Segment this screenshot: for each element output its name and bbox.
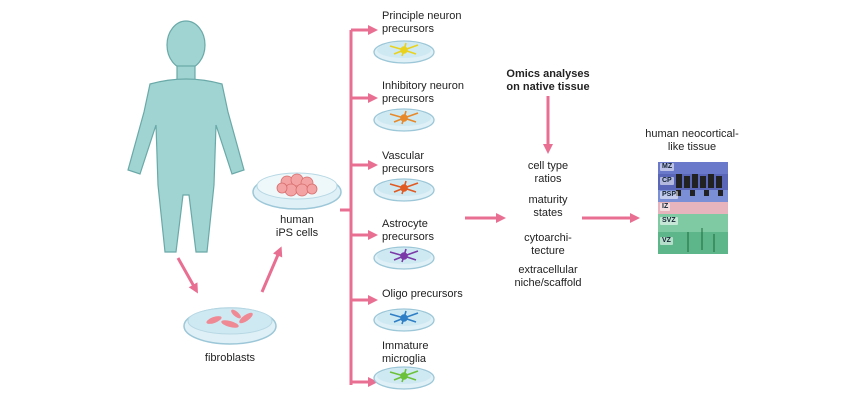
precursor-dish-icon	[373, 366, 435, 390]
ips-label-line1: human	[280, 214, 314, 226]
omics-feature-2: cytoarchi-tecture	[498, 232, 598, 258]
ips-cells-dish-icon	[252, 172, 342, 210]
precursor-label-line1: Principle neuron	[382, 10, 462, 22]
arrow-fibroblasts-to-ips	[260, 246, 283, 293]
precursor-dish-icon	[373, 108, 435, 132]
arrows	[176, 25, 640, 387]
precursor-label-line2: microglia	[382, 353, 427, 365]
tissue-layer-label: SVZ	[660, 217, 678, 225]
tissue-title: human neocortical- like tissue	[636, 128, 748, 154]
precursor-cell-icon	[389, 180, 419, 195]
precursor-dish-icon	[373, 246, 435, 270]
arrow-body-to-fibroblasts	[176, 257, 198, 294]
tissue-layer-label: PSP	[660, 191, 679, 199]
precursor-dish-icon	[373, 308, 435, 332]
precursor-label-line2: precursors	[382, 23, 434, 35]
omics-feature-line2: ratios	[534, 173, 562, 185]
tissue-layer-label: MZ	[660, 163, 675, 171]
ips-label-line2: iPS cells	[275, 227, 319, 239]
precursor-label-line1: Inhibitory neuron	[382, 80, 464, 92]
precursor-cell-icon	[389, 368, 419, 383]
precursor-label-line1: Immature	[382, 340, 429, 352]
precursor-label-4: Oligo precursors	[382, 288, 463, 301]
tissue-layer-label: IZ	[660, 203, 671, 211]
tissue-title-line2: like tissue	[667, 141, 717, 153]
precursor-dishes	[373, 40, 435, 390]
tissue-layer-label: CP	[660, 177, 674, 185]
omics-feature-line1: maturity	[528, 194, 568, 206]
omics-feature-line1: cell type	[527, 160, 569, 172]
tissue-title-line1: human neocortical-	[645, 128, 739, 140]
fibroblasts-dish-icon	[183, 307, 277, 345]
precursor-dish-icon	[373, 40, 435, 64]
omics-feature-line2: tecture	[531, 245, 565, 257]
omics-feature-line1: cytoarchi-	[524, 232, 572, 244]
fibroblasts-label: fibroblasts	[204, 352, 256, 364]
precursor-label-line1: Vascular	[382, 150, 424, 162]
tissue-layer-label: VZ	[660, 237, 673, 245]
precursor-dish-icon	[373, 178, 435, 202]
human-figure-icon	[127, 20, 245, 253]
precursor-cell-icon	[389, 110, 419, 125]
omics-title: Omics analyses on native tissue	[492, 68, 604, 94]
omics-feature-line1: extracellular	[518, 264, 578, 276]
ips-cells-label: human iPS cells	[262, 214, 332, 240]
precursor-cell-icon	[389, 248, 419, 263]
precursor-label-line2: precursors	[382, 93, 434, 105]
precursor-label-line1: Oligo precursors	[382, 288, 463, 300]
omics-feature-line2: niche/scaffold	[514, 277, 582, 289]
precursor-cell-icon	[389, 310, 419, 325]
omics-feature-line2: states	[533, 207, 563, 219]
precursor-label-line2: precursors	[382, 231, 434, 243]
omics-title-line1: Omics analyses	[506, 68, 590, 80]
precursor-cell-icon	[389, 42, 419, 57]
precursor-label-line2: precursors	[382, 163, 434, 175]
precursor-label-line1: Astrocyte	[382, 218, 428, 230]
omics-title-line2: on native tissue	[506, 81, 590, 93]
